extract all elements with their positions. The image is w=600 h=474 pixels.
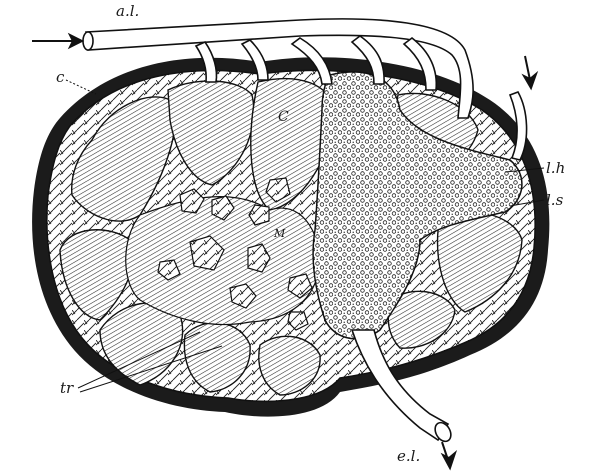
trabeculae-label: tr	[60, 379, 74, 397]
medullary-sinuses	[157, 177, 313, 331]
efferent-vessel	[350, 329, 452, 443]
afferent-lymphatic-label: a.l.	[116, 2, 140, 20]
afferent-vessel-right	[508, 91, 528, 161]
medulla	[125, 196, 321, 326]
capsule-label: c	[56, 68, 65, 86]
efferent-lymphatic-label: e.l.	[397, 447, 421, 465]
cortex-lobules	[59, 78, 523, 396]
leader-lines	[65, 79, 545, 393]
lymph-sinus-label: l.s	[546, 191, 564, 209]
lymph-follicle	[312, 71, 523, 340]
medulla-label: M	[274, 227, 286, 240]
afferent-vessel	[82, 18, 474, 119]
cortex-label: C	[278, 109, 289, 125]
lymph-follicle-label: l.h	[546, 159, 566, 177]
flow-arrows	[32, 32, 539, 471]
